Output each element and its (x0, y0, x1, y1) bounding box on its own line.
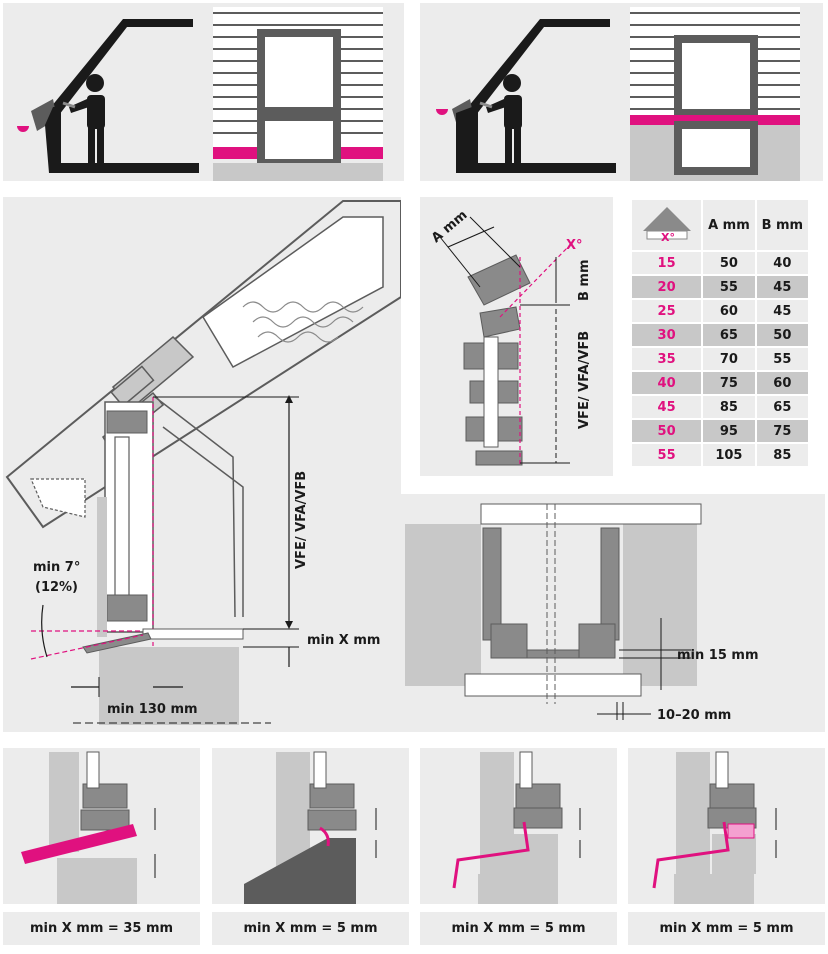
detail-3-panel (420, 748, 617, 904)
min-15-label: min 15 mm (677, 648, 759, 663)
detail-drawing: A mm X° B mm VFE/ VFA/VFB (429, 208, 592, 467)
person-icon (69, 74, 105, 163)
scene-panel-left (3, 3, 404, 181)
brick-facade (213, 7, 383, 181)
svg-text:X°: X° (661, 231, 675, 244)
wall-right (623, 524, 697, 686)
detail-3-drawing (452, 751, 581, 904)
plan-drawing: min 15 mm 10–20 mm (405, 503, 759, 723)
detail-1-panel (3, 748, 200, 904)
detail-4-drawing (652, 751, 777, 904)
brick-wall (97, 497, 107, 637)
roof-insulation (202, 216, 384, 368)
window-sash (31, 99, 57, 131)
angle-percent: (12%) (35, 580, 78, 595)
scene-panel-right (420, 3, 823, 181)
roof-angle-icon: X° (642, 207, 691, 244)
gutter (17, 126, 29, 132)
detail-3-caption: min X mm = 5 mm (420, 912, 617, 945)
roof-angle-header: X° (632, 200, 702, 250)
flashing (82, 632, 152, 654)
brick-facade (630, 7, 800, 181)
detail-panel: A mm X° B mm VFE/ VFA/VFB (420, 197, 613, 476)
detail-product-label: VFE/ VFA/VFB (577, 331, 592, 429)
wall-floor (45, 107, 199, 173)
wall-left (405, 524, 481, 686)
flashing (452, 821, 530, 889)
scene-illustration-right (436, 7, 800, 181)
detail-1-drawing (21, 751, 156, 904)
detail-4-caption: min X mm = 5 mm (628, 912, 825, 945)
detail-4-panel (628, 748, 825, 904)
person-icon (486, 74, 522, 163)
section-panel: VFE/ VFA/VFB min 7° (12%) min X mm min 1… (3, 197, 402, 732)
min-130-label: min 130 mm (107, 702, 198, 717)
b-label: B mm (577, 259, 592, 301)
a-header: A mm (703, 200, 755, 250)
scene-illustration-left (17, 7, 383, 181)
plan-panel: min 15 mm 10–20 mm (401, 494, 825, 732)
detail-2-panel (212, 748, 409, 904)
gap-label: 10–20 mm (657, 708, 731, 723)
x-angle-label: X° (566, 238, 583, 253)
angle-label: min 7° (33, 560, 80, 575)
flashing (21, 824, 137, 864)
window-section-drawing: VFE/ VFA/VFB min 7° (12%) min X mm min 1… (5, 200, 402, 725)
b-header: B mm (756, 200, 808, 250)
detail-2-caption: min X mm = 5 mm (212, 912, 409, 945)
wall-below (99, 647, 239, 725)
detail-2-drawing (244, 751, 377, 904)
detail-1-caption: min X mm = 35 mm (3, 912, 200, 945)
product-label: VFE/ VFA/VFB (294, 471, 309, 569)
min-x-label: min X mm (307, 633, 380, 648)
flashing (652, 821, 730, 889)
roof-slope (51, 19, 193, 115)
